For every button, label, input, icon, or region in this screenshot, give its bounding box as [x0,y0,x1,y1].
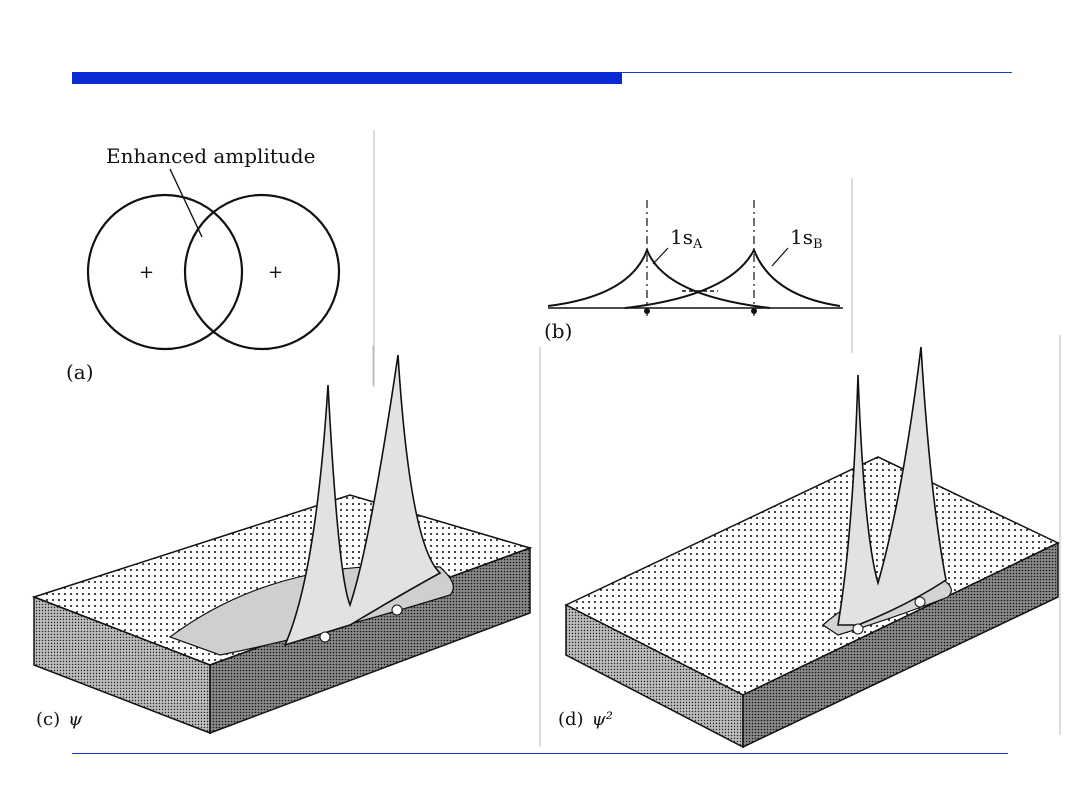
slab-side-face [742,541,1059,749]
orbital-1sB-curve [624,247,841,309]
nucleus-a-marker [319,631,331,643]
psi-squared-peaks [837,346,947,626]
orbital-1sB-label: 1sB [790,225,823,252]
enhanced-amplitude-label: Enhanced amplitude [106,144,315,168]
title-rule-accent [72,72,622,84]
panel-d-label: (d)ψ² [558,709,613,730]
nucleus-b-dot [751,308,757,314]
panel-b-wavefunction-plot: 1sA 1sB (b) [544,178,853,353]
nucleus-b-marker [391,604,403,616]
psi-peaks [283,354,442,647]
footer-rule [72,753,1008,754]
annotation-leader-line [169,168,203,238]
title-rule-thin [622,72,1012,73]
nucleus-a-mark: + [139,262,154,283]
orbital-1sA-label: 1sA [670,225,703,252]
nucleus-b-marker [914,596,926,608]
panel-b-label: (b) [544,319,572,343]
panel-d-psi-squared-surface: (d)ψ² [539,335,1061,749]
orbital-circle-b [183,193,341,351]
nucleus-a-dot [644,308,650,314]
nucleus-b-mark: + [268,262,283,283]
nucleus-a-marker [852,623,864,635]
panel-a-label: (a) [66,360,94,384]
panel-c-label: (c)ψ [36,709,83,730]
panel-a-overlap-diagram: Enhanced amplitude + + (a) [66,130,375,387]
1sA-leader [652,247,669,265]
panel-c-psi-surface: (c)ψ [31,345,533,735]
1sB-leader [771,247,789,267]
orbital-1sA-curve [547,247,771,309]
orbital-circle-a [86,193,244,351]
